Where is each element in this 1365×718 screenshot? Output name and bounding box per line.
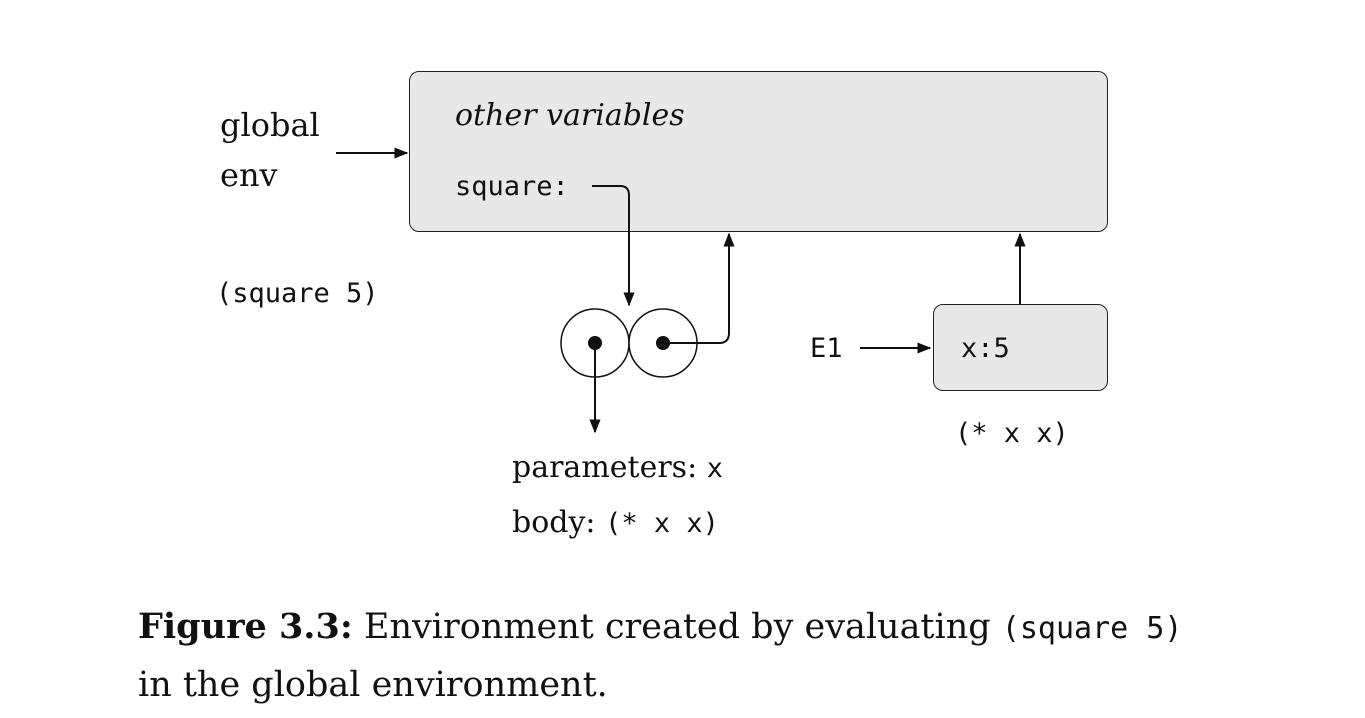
e1-label: E1 <box>810 333 843 364</box>
caption-line2: in the global environment. <box>138 665 608 705</box>
parameters-value: x <box>706 453 723 484</box>
procedure-parameters: parameters: x <box>512 450 723 485</box>
e1-binding: x:5 <box>961 333 1010 364</box>
caption-text-before: Environment created by evaluating <box>363 607 991 647</box>
global-env-label-line2: env <box>220 156 278 194</box>
procedure-body: body: (* x x) <box>512 505 719 540</box>
parameters-label: parameters: <box>512 450 698 485</box>
procedure-env-arrow <box>663 232 735 344</box>
square-binding-name: square: <box>455 171 569 202</box>
other-variables-text: other variables <box>455 98 685 133</box>
body-label: body: <box>512 505 596 540</box>
square-call-expression: (square 5) <box>216 278 379 309</box>
figure-label: Figure 3.3: <box>138 606 353 647</box>
body-value: (* x x) <box>605 508 719 539</box>
e1-environment-frame <box>933 304 1108 391</box>
figure-caption: Figure 3.3: Environment created by evalu… <box>138 598 1182 714</box>
square-binding-arrow <box>592 185 635 307</box>
global-environment-frame <box>409 71 1108 232</box>
caption-line1: Figure 3.3: Environment created by evalu… <box>138 598 1182 657</box>
caption-code: (square 5) <box>1001 611 1183 646</box>
global-env-label-line1: global <box>220 106 320 144</box>
e1-body-expression: (* x x) <box>955 418 1069 449</box>
